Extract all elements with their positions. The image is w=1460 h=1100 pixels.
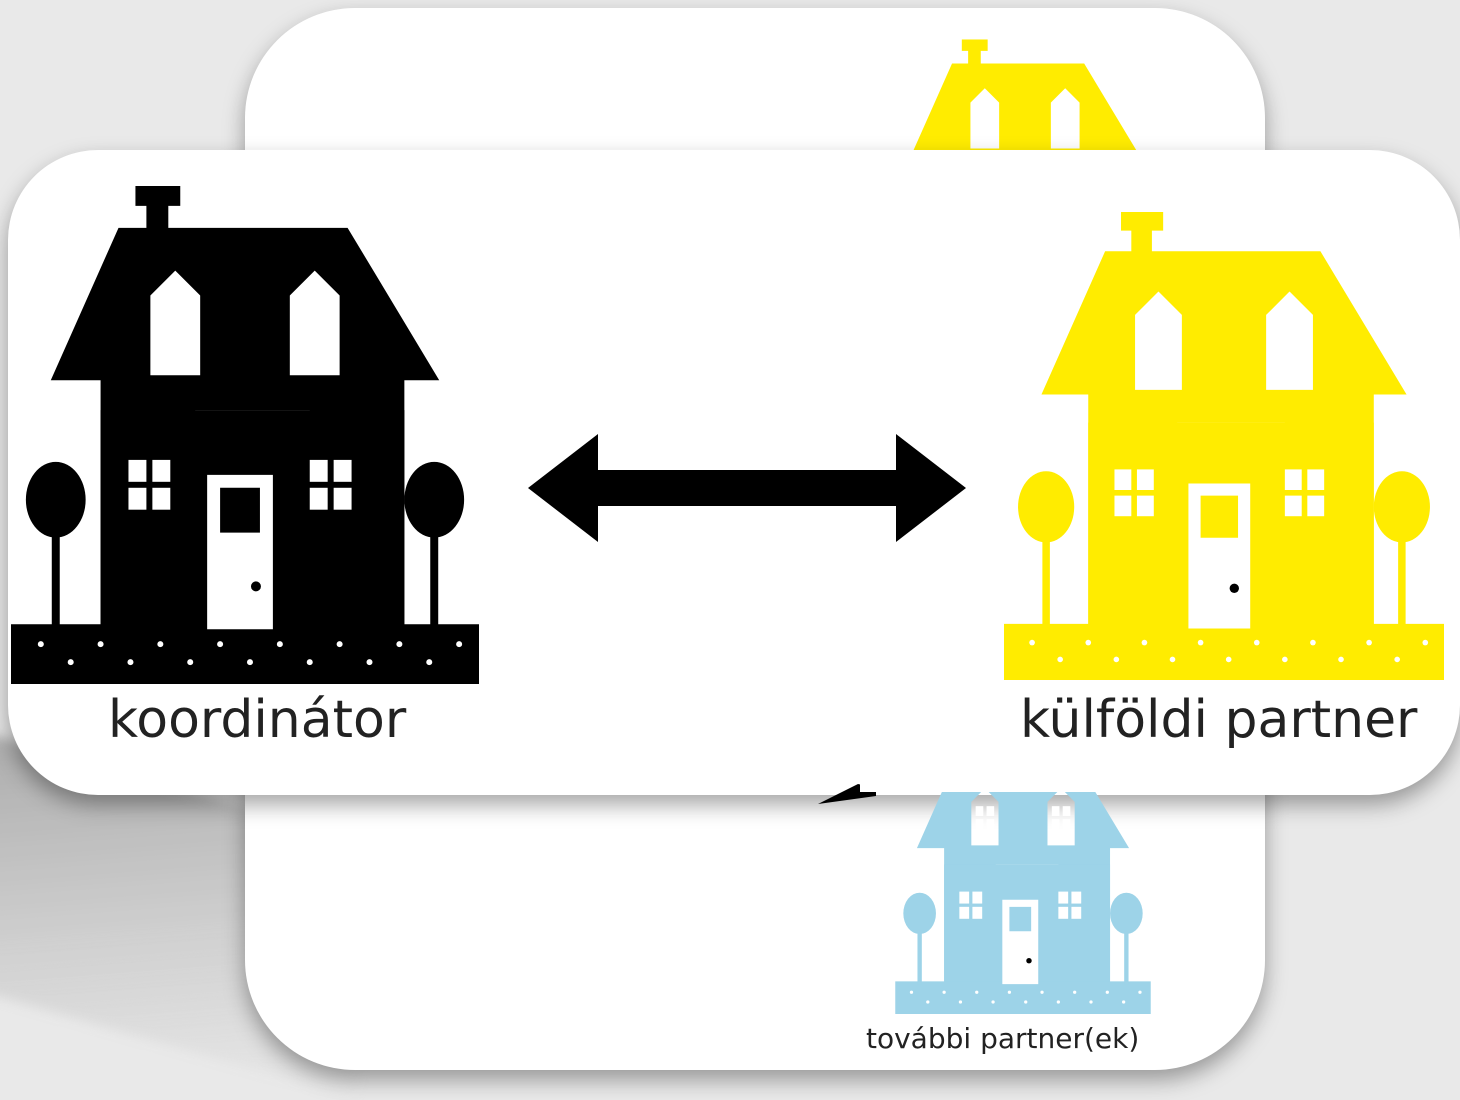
further-partners-label: további partner(ek) (866, 1022, 1140, 1055)
double-arrow-icon (528, 434, 966, 542)
coordinator-label: koordinátor (108, 690, 407, 750)
house-icon (10, 186, 480, 684)
card-edge-cover (860, 742, 1190, 792)
house-icon (1004, 210, 1444, 682)
foreign-partner-label: külföldi partner (1020, 690, 1418, 750)
